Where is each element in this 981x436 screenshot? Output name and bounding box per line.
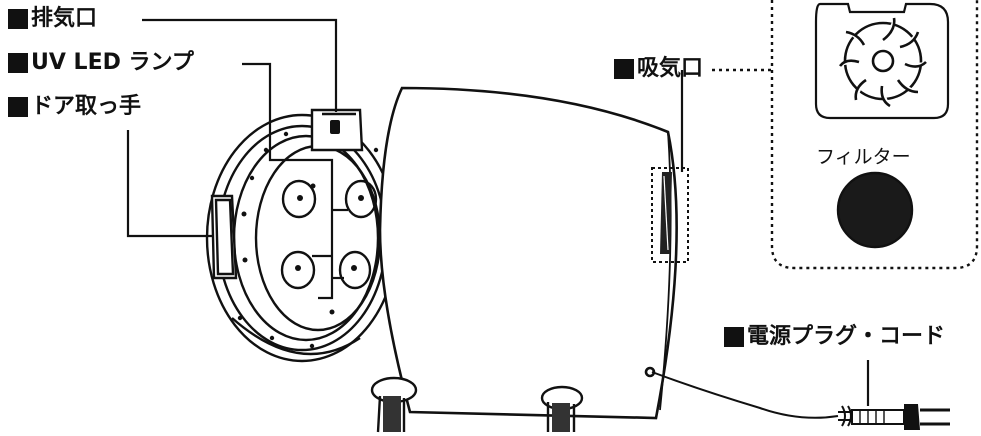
power-cord-text: 電源プラグ・コード bbox=[747, 326, 945, 348]
bullet-square-icon bbox=[724, 327, 744, 347]
filter-label: フィルター bbox=[816, 148, 911, 167]
intake-text: 吸気口 bbox=[637, 58, 703, 80]
bullet-square-icon bbox=[614, 59, 634, 79]
exhaust-text: 排気口 bbox=[31, 8, 97, 30]
intake-label: 吸気口 bbox=[614, 58, 703, 80]
door-handle-label: ドア取っ手 bbox=[8, 96, 141, 118]
door-handle-text: ドア取っ手 bbox=[31, 96, 141, 118]
bullet-square-icon bbox=[8, 97, 28, 117]
filter-callout bbox=[772, 0, 977, 268]
exhaust-label: 排気口 bbox=[8, 8, 97, 30]
uv-lamp-text: UV LED ランプ bbox=[31, 52, 194, 74]
power-cord-label: 電源プラグ・コード bbox=[724, 326, 945, 348]
main-body bbox=[380, 88, 677, 418]
filter-knob bbox=[838, 173, 912, 247]
intake-slot bbox=[660, 172, 672, 254]
uv-lamp-label: UV LED ランプ bbox=[8, 52, 194, 74]
bullet-square-icon bbox=[8, 9, 28, 29]
exhaust-vent bbox=[312, 110, 362, 150]
bullet-square-icon bbox=[8, 53, 28, 73]
door-assembly bbox=[207, 110, 397, 361]
power-cord bbox=[652, 372, 950, 430]
